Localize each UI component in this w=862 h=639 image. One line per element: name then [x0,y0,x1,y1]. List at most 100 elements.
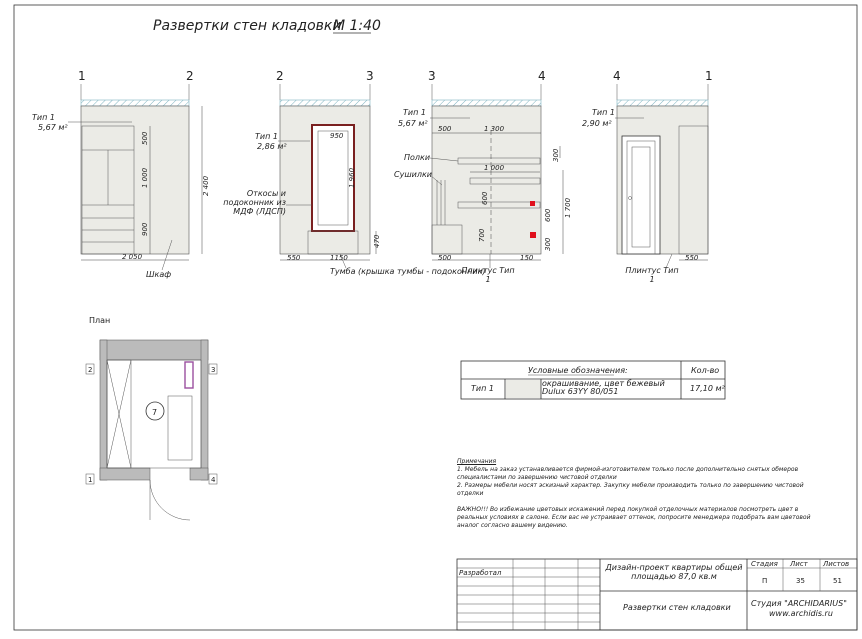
area-label: 5,67 м² [38,123,68,132]
legend-table: Условные обозначения: Кол-во Тип 1 окраш… [460,360,725,400]
area-label: 5,67 м² [398,119,428,128]
axis-label: 3 [366,69,374,83]
dim-label: 1150 [330,254,348,262]
dim-label: 500 [438,254,452,262]
type-label: Тип 1 [255,132,278,141]
dim-label: 1 300 [484,125,505,133]
axis-label: 2 [276,69,284,83]
dim-label: 1 960 [348,167,356,188]
notes-heading: Примечания [457,458,497,465]
stamp-sheets-label: Листов [822,560,849,568]
callout-dryers: Сушилки [394,170,432,179]
room-number-badge [145,401,165,421]
door-leaf [626,140,656,255]
page-scale: М 1:40 [333,18,381,34]
wall-surface [431,105,542,255]
dim-label: 1 000 [141,167,149,188]
outlet-marker [530,232,536,238]
stamp-sheet: 35 [796,577,805,585]
room-number: 7 [152,408,157,417]
shelving-plan [167,395,193,461]
type-label: Тип 1 [403,108,426,117]
shelf [469,177,541,185]
elevation-2-3: 2 3 950 1 960 470 550 1150 Тип 1 2,86 м²… [223,69,486,276]
legend-row-qty: 17,10 м² [690,384,725,393]
area-label: 2,90 м² [582,119,612,128]
axis-label: 1 [78,69,86,83]
wall-surface [80,105,190,255]
dim-label: 500 [438,125,452,133]
door-handle [628,196,632,200]
legend-header: Условные обозначения: [528,366,628,375]
elevation-3-4: 3 4 Тип 1 5,67 м² 500 1 300 300 1 000 60… [394,69,572,284]
dim-label: 2 400 [202,175,210,196]
wardrobe-plan [106,359,132,469]
callout-shelves: Полки [404,153,430,162]
dim-label: 600 [481,191,489,205]
dim-label: 600 [544,208,552,222]
stamp-sheet-label: Лист [789,560,809,568]
dim-label: 470 [373,234,381,248]
legend-row-type: Тип 1 [471,384,494,393]
lower-block [431,224,463,255]
stamp-developed: Разработал [459,569,502,577]
notes-block: Примечания 1. Мебель на заказ устанавлив… [457,458,829,530]
axis-label: 4 [538,69,546,83]
sheet-frame [13,4,858,631]
type-label: Тип 1 [32,113,55,122]
axis-label: 1 [705,69,713,83]
window-frame [311,124,355,232]
dim-label: 550 [287,254,301,262]
callout-plinth: Плинтус Тип 1 [461,266,515,284]
callout-cabinet: Тумба (крышка тумбы - подоконник) [330,267,486,276]
stamp-sheet-title: Развертки стен кладовки [623,603,731,612]
plan-marker: 3 [211,366,215,374]
adjacent-wall [678,125,709,255]
stamp-sheets: 51 [833,577,842,585]
note-item: 1. Мебель на заказ устанавливается фирмо… [457,466,799,481]
dim-label: 550 [685,254,699,262]
callout-window-reveals: Откосы и подоконник из МДФ (ЛДСП) [223,189,286,216]
dim-label: 900 [141,222,149,236]
stamp-stage: П [762,577,767,585]
dim-label: 150 [520,254,534,262]
dim-label: 2 050 [122,253,143,261]
dim-label: 950 [330,132,344,140]
callout-plinth: Плинтус Тип 1 [625,266,679,284]
plan-label: План [89,316,110,325]
stamp-project: Дизайн-проект квартиры общей площадью 87… [605,563,743,581]
stamp-site: www.archidis.ru [769,609,833,618]
dim-label: 500 [141,131,149,145]
elevation-1-2: 1 2 Тип 1 5,67 м² 500 1 000 900 2 400 2 … [32,69,210,279]
legend-swatch [506,380,541,398]
plan-marker: 1 [88,476,92,484]
page-title: Развертки стен кладовки [153,18,341,34]
type-label: Тип 1 [592,108,615,117]
dim-label: 300 [552,148,560,162]
plan-marker: 4 [211,476,216,484]
stamp-studio: Студия "ARCHIDARIUS" [751,599,847,608]
door-swing [149,479,191,521]
plan-marker: 2 [88,366,92,374]
note-important: ВАЖНО!!! Во избежание цветовых искажений… [457,506,811,529]
shelf [457,201,541,209]
title-stamp: Разработал Дизайн-проект квартиры общей … [456,558,858,631]
area-label: 2,86 м² [257,142,287,151]
door-frame [621,135,661,255]
legend-qty-header: Кол-во [691,366,719,375]
dim-label: 1 700 [564,197,572,218]
axis-label: 3 [428,69,436,83]
note-item: 2. Размеры мебели носят эскизный характе… [457,482,804,497]
elevation-4-1: 4 1 Тип 1 2,90 м² 550 Плинтус Тип 1 [582,69,713,284]
axis-label: 4 [613,69,621,83]
cabinet-base [307,230,359,255]
legend-row-desc: окрашивание, цвет бежевый Dulux 63YY 80/… [542,379,665,396]
ceiling-hatch [80,99,190,107]
wardrobe [81,125,135,255]
axis-label: 2 [186,69,194,83]
floor-plan: План 7 2 3 1 4 [85,316,218,521]
window-glass [317,130,349,226]
dim-label: 700 [478,228,486,242]
